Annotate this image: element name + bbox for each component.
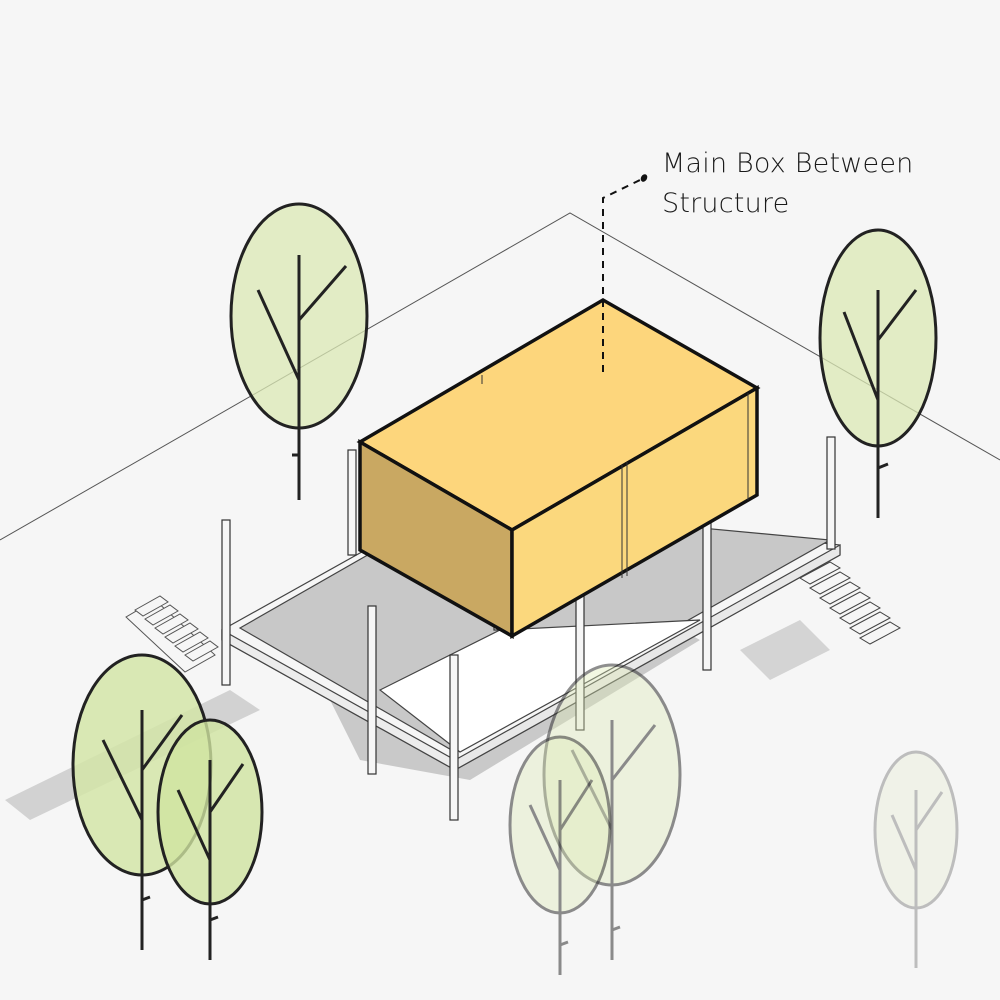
main-box-front	[510, 384, 759, 640]
callout-label: Main Box Between Structure	[662, 144, 913, 224]
tree-front-right	[873, 750, 959, 968]
tree-front-left-2	[156, 718, 264, 960]
tree-back-right	[818, 228, 938, 518]
callout-label-line-2: Structure	[662, 188, 790, 219]
callout-label-line-1: Main Box Between	[662, 148, 914, 179]
left-staircase	[125, 595, 219, 673]
tree-front-center	[542, 663, 682, 960]
tree-back-left	[229, 202, 369, 500]
main-box	[356, 297, 761, 640]
tree-front-center-2	[508, 735, 612, 975]
callout-leader	[602, 174, 648, 372]
right-staircase	[798, 561, 902, 645]
